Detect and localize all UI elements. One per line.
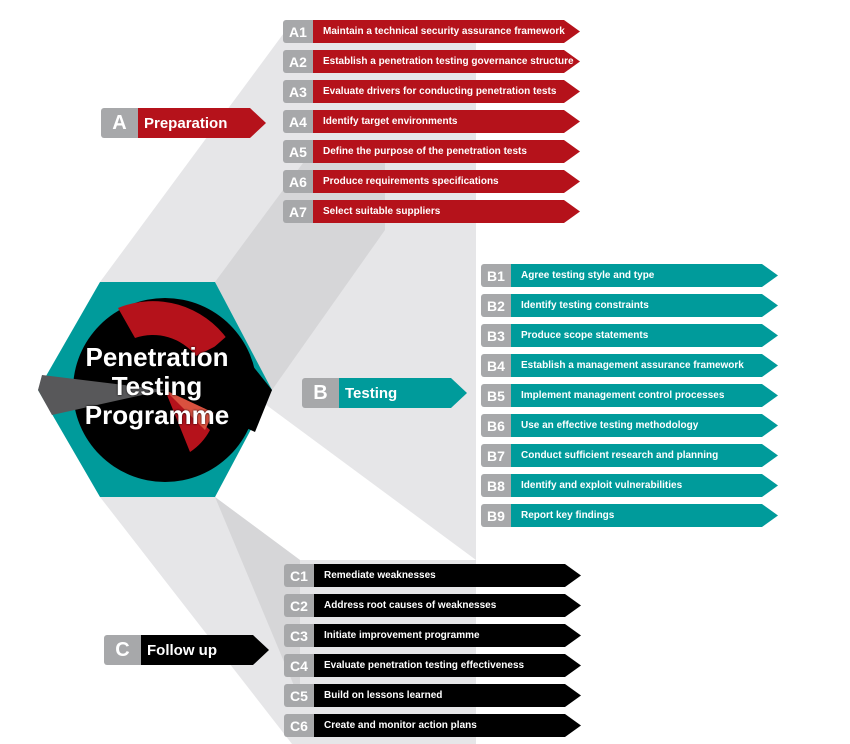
step-label: Build on lessons learned (314, 684, 581, 707)
title-line: Penetration (85, 342, 229, 372)
title-line: Programme (84, 400, 230, 430)
step-code-badge: C4 (284, 654, 314, 677)
title-line: Testing (111, 371, 203, 401)
step-code-badge: B3 (481, 324, 511, 347)
step-code-badge: A4 (283, 110, 313, 133)
step-label: Select suitable suppliers (313, 200, 580, 223)
section-label: Follow up (141, 635, 269, 665)
step-code-badge: B6 (481, 414, 511, 437)
step-code-badge: C2 (284, 594, 314, 617)
step-code-badge: A5 (283, 140, 313, 163)
step-label: Identify testing constraints (511, 294, 778, 317)
step-code-badge: A7 (283, 200, 313, 223)
step-code-badge: C3 (284, 624, 314, 647)
section-badge: B (302, 378, 339, 408)
step-label: Use an effective testing methodology (511, 414, 778, 437)
step-label: Establish a management assurance framewo… (511, 354, 778, 377)
step-code-badge: B2 (481, 294, 511, 317)
wheel-black-wedge (165, 335, 272, 432)
step-label: Produce scope statements (511, 324, 778, 347)
step-code-badge: C1 (284, 564, 314, 587)
step-label: Establish a penetration testing governan… (313, 50, 580, 73)
step-label: Remediate weaknesses (314, 564, 581, 587)
section-badge: A (101, 108, 138, 138)
lower-stripe (215, 497, 300, 700)
step-code-badge: A2 (283, 50, 313, 73)
step-label: Conduct sufficient research and planning (511, 444, 778, 467)
step-code-badge: C6 (284, 714, 314, 737)
step-code-badge: B1 (481, 264, 511, 287)
step-code-badge: B4 (481, 354, 511, 377)
section-preparation: A Preparation (101, 108, 266, 138)
step-label: Report key findings (511, 504, 778, 527)
step-code-badge: B7 (481, 444, 511, 467)
section-label: Testing (339, 378, 467, 408)
step-label: Identify target environments (313, 110, 580, 133)
wheel-red-inner (165, 390, 210, 452)
step-label: Define the purpose of the penetration te… (313, 140, 580, 163)
step-code-badge: C5 (284, 684, 314, 707)
wheel-gray-wedge (38, 375, 165, 415)
section-label: Preparation (138, 108, 266, 138)
wheel-red-arc (118, 301, 228, 356)
step-label: Create and monitor action plans (314, 714, 581, 737)
step-label: Initiate improvement programme (314, 624, 581, 647)
section-badge: C (104, 635, 141, 665)
section-testing: B Testing (302, 378, 467, 408)
step-label: Address root causes of weaknesses (314, 594, 581, 617)
section-follow-up: C Follow up (104, 635, 269, 665)
step-label: Evaluate penetration testing effectivene… (314, 654, 581, 677)
programme-title: Penetration Testing Programme (52, 343, 262, 430)
step-label: Produce requirements specifications (313, 170, 580, 193)
step-code-badge: B9 (481, 504, 511, 527)
step-code-badge: B5 (481, 384, 511, 407)
step-code-badge: B8 (481, 474, 511, 497)
step-code-badge: A3 (283, 80, 313, 103)
step-label: Agree testing style and type (511, 264, 778, 287)
step-code-badge: A1 (283, 20, 313, 43)
step-code-badge: A6 (283, 170, 313, 193)
step-label: Maintain a technical security assurance … (313, 20, 580, 43)
step-label: Identify and exploit vulnerabilities (511, 474, 778, 497)
step-label: Implement management control processes (511, 384, 778, 407)
step-label: Evaluate drivers for conducting penetrat… (313, 80, 580, 103)
